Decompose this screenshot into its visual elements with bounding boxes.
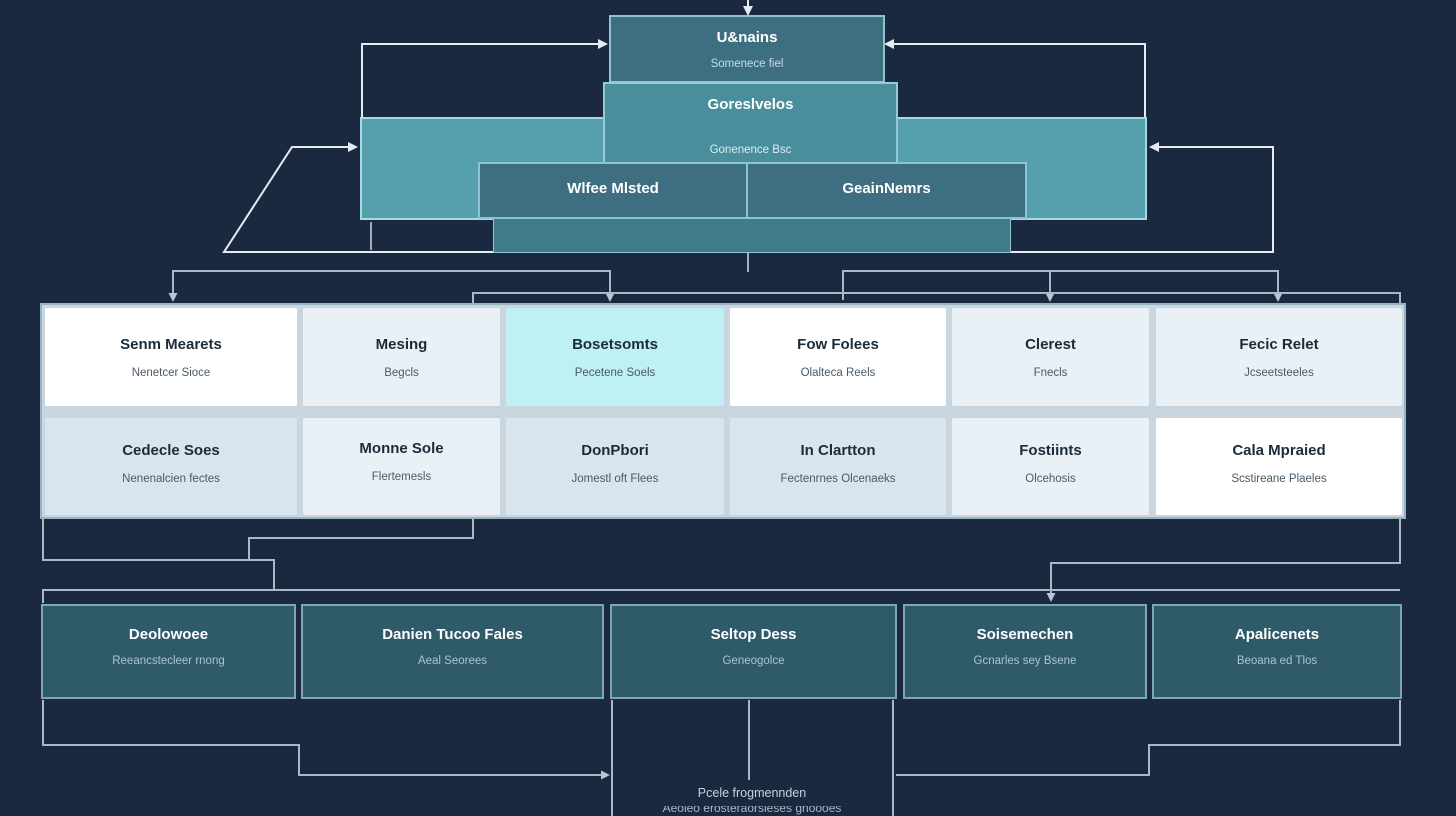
middle-node[interactable]: Goreslvelos Gonenence Bsc — [603, 82, 898, 164]
arrow-right-down — [1046, 518, 1401, 602]
cell-title: Fecic Relet — [1239, 336, 1319, 353]
connector-left-down — [42, 518, 275, 603]
cell-subtitle: Nenenalcien fectes — [122, 473, 220, 485]
bottom-subtitle: Beoana ed Tlos — [1236, 655, 1318, 667]
left-process-title: Wlfee Mlsted — [567, 180, 659, 197]
footer-sublabel-container: Aeoleo erosteraorsleses gnoooes — [612, 806, 892, 816]
bottom-node-4[interactable]: Soisemechen Gcnarles sey Bsene — [903, 604, 1147, 699]
root-title: U&nains — [716, 29, 778, 46]
grid-cell-2-1[interactable]: Cedecle Soes Nenenalcien fectes — [45, 418, 297, 515]
arrow-grid-left — [168, 270, 611, 302]
bottom-subtitle: Aeal Seorees — [417, 655, 488, 667]
right-process-box[interactable]: GeainNemrs — [746, 162, 1027, 219]
grid-cell-1-2[interactable]: Mesing Begcls — [303, 308, 500, 406]
arrow-grid-right-a — [842, 270, 1283, 302]
bottom-subtitle: Geneogolce — [722, 655, 785, 667]
cell-title: Mesing — [375, 336, 428, 353]
bottom-title: Danien Tucoo Fales — [382, 626, 523, 643]
grid-cell-1-3[interactable]: Bosetsomts Pecetene Soels — [506, 308, 724, 406]
bottom-title: Seltop Dess — [710, 626, 797, 643]
cell-subtitle: Begcls — [384, 367, 419, 379]
cell-title: Cedecle Soes — [122, 442, 220, 459]
bottom-title: Apalicenets — [1234, 626, 1320, 643]
cell-subtitle: Nenetcer Sioce — [131, 367, 211, 379]
cell-title: Bosetsomts — [572, 336, 658, 353]
arrow-bottom-left-loop — [42, 700, 610, 780]
process-base-slab — [493, 218, 1011, 253]
grid-cell-2-5[interactable]: Fostiints Olcehosis — [952, 418, 1149, 515]
grid-cell-2-6[interactable]: Cala Mpraied Scstireane Plaeles — [1156, 418, 1402, 515]
left-process-box[interactable]: Wlfee Mlsted — [478, 162, 748, 219]
grid-cell-2-4[interactable]: In Clartton Fectenrnes Olcenaeks — [730, 418, 946, 515]
arrow-left-loop-root — [361, 39, 608, 118]
footer-label: Pcele frogmennden — [697, 786, 807, 800]
arrow-right-loop — [1010, 142, 1274, 253]
cell-subtitle: Olalteca Reels — [800, 367, 876, 379]
cell-subtitle: Flertemesls — [371, 471, 432, 483]
bottom-node-1[interactable]: Deolowoee Reeancstecleer rnong — [41, 604, 296, 699]
cell-title: Fostiints — [1019, 442, 1082, 459]
cell-subtitle: Jcseetsteeles — [1244, 367, 1314, 379]
middle-subtitle: Gonenence Bsc — [709, 144, 792, 156]
bottom-title: Soisemechen — [976, 626, 1074, 643]
grid-cell-1-1[interactable]: Senm Mearets Nenetcer Sioce — [45, 308, 297, 406]
cell-title: Cala Mpraied — [1232, 442, 1326, 459]
grid-cell-1-5[interactable]: Clerest Fnecls — [952, 308, 1149, 406]
arrow-left-diagonal — [222, 142, 494, 253]
root-subtitle: Somenece fiel — [710, 58, 784, 70]
cell-title: DonPbori — [581, 442, 649, 459]
bottom-subtitle: Reeancstecleer rnong — [112, 655, 225, 667]
cell-title: Clerest — [1025, 336, 1076, 353]
grid-cell-2-2[interactable]: Monne Sole Flertemesls — [303, 418, 500, 515]
right-process-title: GeainNemrs — [842, 180, 931, 197]
grid-cell-1-6[interactable]: Fecic Relet Jcseetsteeles — [1156, 308, 1402, 406]
cell-subtitle: Scstireane Plaeles — [1231, 473, 1327, 485]
cell-subtitle: Pecetene Soels — [574, 367, 656, 379]
bottom-node-2[interactable]: Danien Tucoo Fales Aeal Seorees — [301, 604, 604, 699]
cell-subtitle: Jomestl oft Flees — [571, 473, 659, 485]
cell-title: In Clartton — [800, 442, 876, 459]
arrow-right-loop-root — [884, 39, 1146, 118]
middle-title: Goreslvelos — [707, 96, 794, 113]
bottom-node-5[interactable]: Apalicenets Beoana ed Tlos — [1152, 604, 1402, 699]
cell-title: Senm Mearets — [120, 336, 222, 353]
cell-title: Fow Folees — [797, 336, 879, 353]
grid-cell-2-3[interactable]: DonPbori Jomestl oft Flees — [506, 418, 724, 515]
connector-bottom-frame — [611, 700, 894, 816]
bottom-title: Deolowoee — [128, 626, 209, 643]
cell-subtitle: Fnecls — [1033, 367, 1068, 379]
grid-cell-1-4[interactable]: Fow Folees Olalteca Reels — [730, 308, 946, 406]
bottom-subtitle: Gcnarles sey Bsene — [973, 655, 1077, 667]
cell-subtitle: Olcehosis — [1025, 473, 1076, 485]
cell-subtitle: Fectenrnes Olcenaeks — [780, 473, 896, 485]
bottom-node-3[interactable]: Seltop Dess Geneogolce — [610, 604, 897, 699]
grid-bus — [472, 292, 1401, 305]
root-node[interactable]: U&nains Somenece fiel — [609, 15, 885, 83]
cell-title: Monne Sole — [359, 440, 444, 457]
footer-sublabel: Aeoleo erosteraorsleses gnoooes — [662, 806, 842, 815]
connector-bottom-right-loop — [896, 700, 1401, 776]
